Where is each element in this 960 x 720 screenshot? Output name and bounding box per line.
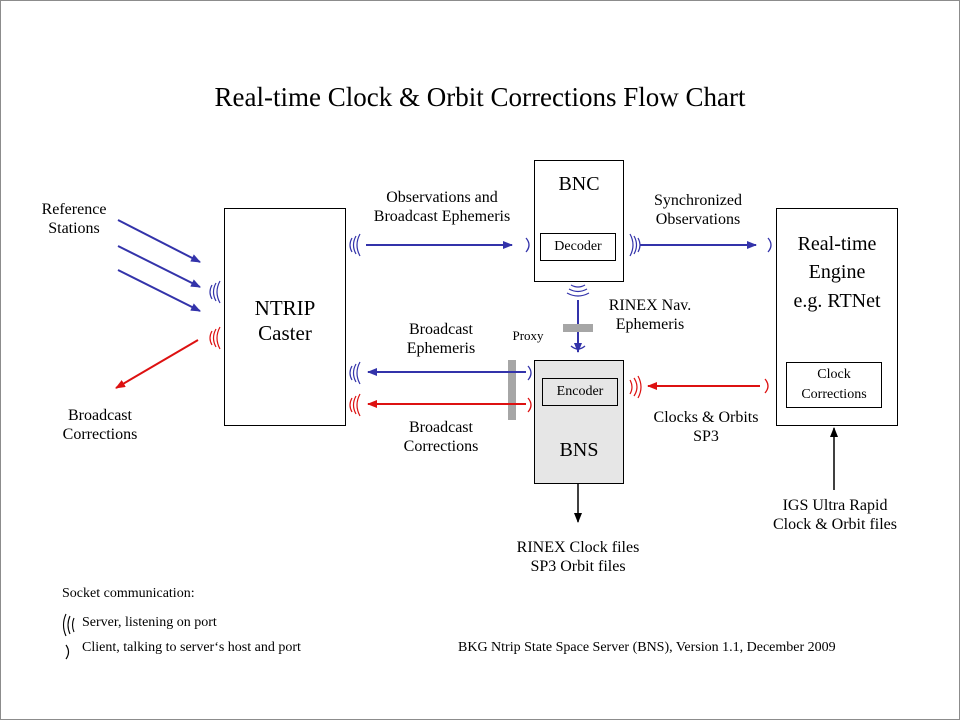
server-socket-icon	[566, 284, 590, 297]
bns-label: BNS	[559, 439, 599, 461]
broadcast-corrections-label-mid: Broadcast Corrections	[403, 419, 479, 456]
footer-version: BKG Ntrip State Space Server (BNS), Vers…	[458, 640, 836, 655]
rinex-nav-ephemeris-label: RINEX Nav. Ephemeris	[608, 297, 692, 334]
server-socket-icon	[349, 233, 361, 257]
client-socket-icon	[527, 397, 532, 413]
legend-heading: Socket communication:	[62, 586, 195, 601]
server-socket-icon	[209, 280, 221, 304]
server-socket-icon	[349, 361, 361, 385]
clocks-orbits-sp3-label: Clocks & Orbits SP3	[653, 409, 759, 446]
server-socket-icon	[209, 326, 221, 350]
page-title: Real-time Clock & Orbit Corrections Flow…	[214, 82, 746, 112]
broadcast-corrections-arrow	[115, 339, 199, 389]
client-socket-icon	[525, 237, 530, 253]
ntrip-caster-label: NTRIP Caster	[254, 296, 316, 346]
server-socket-icon	[349, 393, 361, 417]
legend-server-text: Server, listening on port	[82, 615, 217, 630]
proxy-bar-horizontal	[563, 324, 593, 332]
ntrip-caster-box	[224, 208, 346, 426]
proxy-bar-vertical	[508, 360, 516, 420]
legend-client-text: Client, talking to server‘s host and por…	[82, 640, 301, 655]
igs-ultra-rapid-label: IGS Ultra Rapid Clock & Orbit files	[773, 497, 897, 534]
station-arrow-3	[117, 269, 201, 312]
broadcast-ephemeris-label: Broadcast Ephemeris	[406, 321, 476, 358]
station-arrow-2	[117, 245, 201, 288]
encoder-box: Encoder	[542, 378, 618, 406]
decoder-box: Decoder	[540, 233, 616, 261]
reference-stations-label: Reference Stations	[41, 201, 107, 238]
client-socket-icon	[767, 237, 772, 253]
legend-client-icon	[65, 644, 70, 660]
clock-corrections-box: Clock Corrections	[786, 362, 882, 408]
server-socket-icon	[629, 233, 641, 257]
observations-broadcast-ephemeris-label: Observations and Broadcast Ephemeris	[373, 189, 511, 226]
synchronized-observations-label: Synchronized Observations	[654, 192, 742, 229]
client-socket-icon	[570, 345, 586, 350]
rinex-clock-sp3-files-label: RINEX Clock files SP3 Orbit files	[516, 539, 640, 576]
station-arrow-1	[117, 219, 201, 263]
client-socket-icon	[764, 378, 769, 394]
bnc-label: BNC	[558, 173, 600, 195]
bnc-box	[534, 160, 624, 282]
realtime-engine-label: Real-time Engine e.g. RTNet	[793, 233, 881, 312]
proxy-label: Proxy	[512, 328, 544, 343]
server-socket-icon	[629, 375, 642, 399]
broadcast-corrections-label-left: Broadcast Corrections	[62, 407, 138, 444]
client-socket-icon	[527, 365, 532, 381]
legend-server-icon	[62, 613, 75, 637]
